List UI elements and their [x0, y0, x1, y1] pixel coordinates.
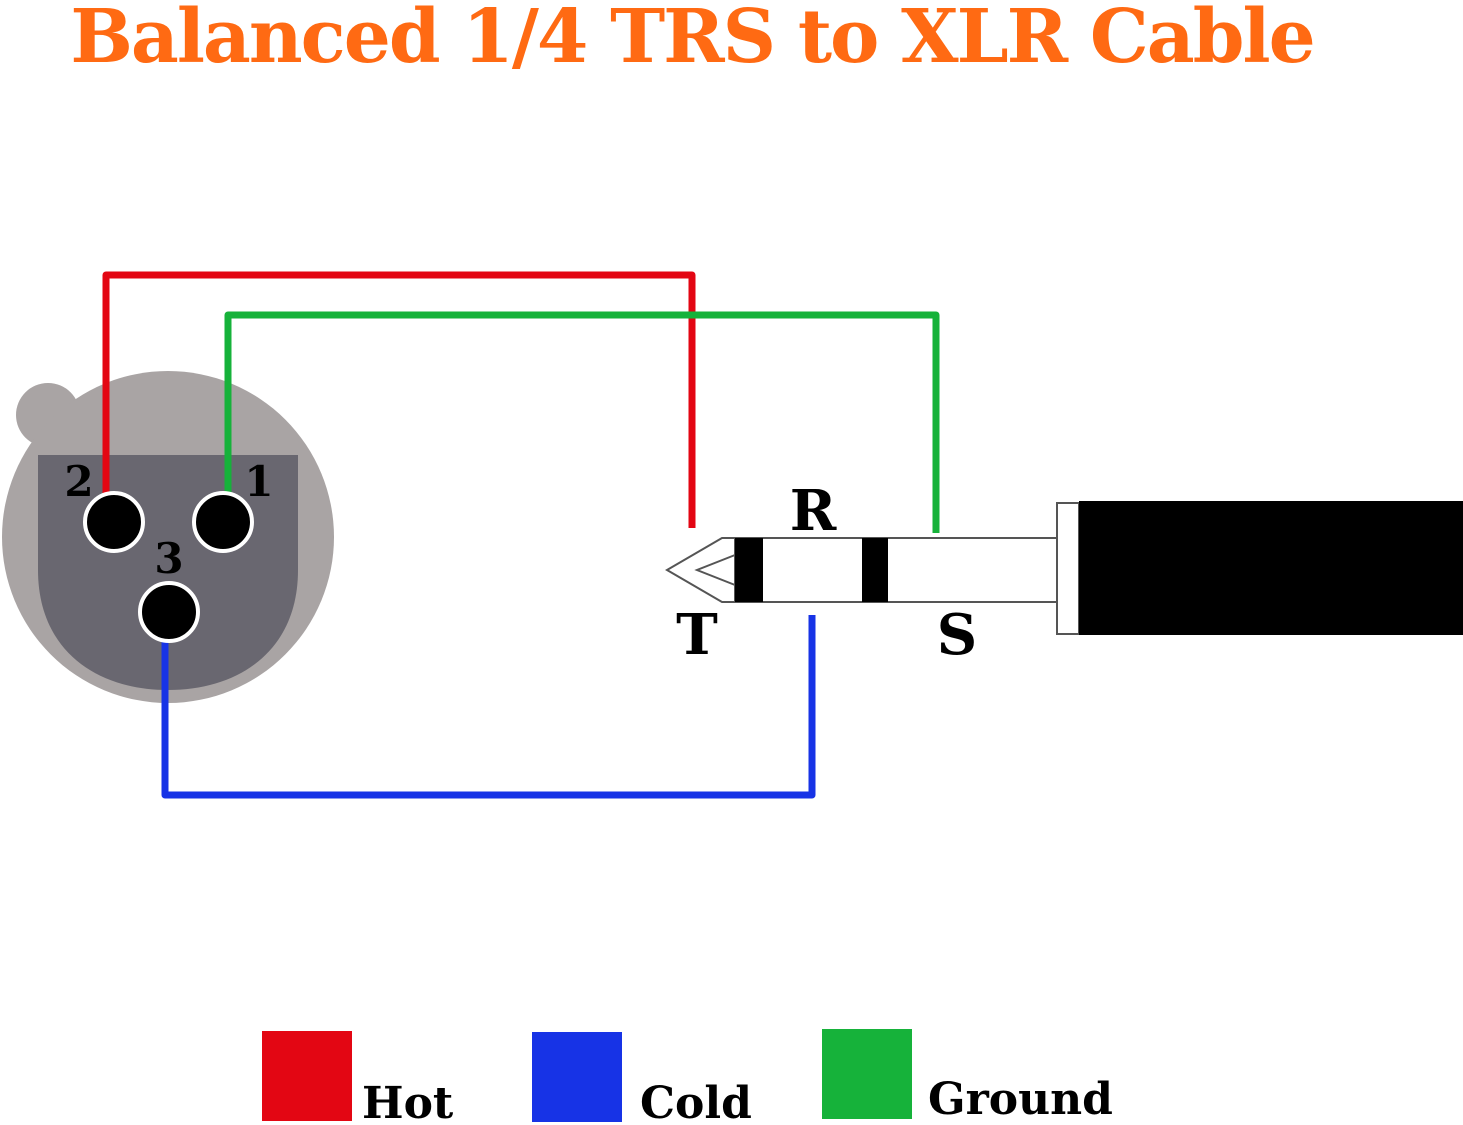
- legend-label-hot: Hot: [362, 1078, 454, 1125]
- trs-insulator-ring-2: [862, 538, 888, 602]
- xlr-pins: 2 1 3: [64, 457, 274, 643]
- legend: Hot Cold Ground: [262, 1029, 1113, 1125]
- trs-sleeve-label: S: [937, 602, 977, 668]
- xlr-pin-number-3: 3: [154, 534, 183, 583]
- diagram-title: Balanced 1/4 TRS to XLR Cable: [70, 0, 1313, 80]
- legend-label-cold: Cold: [640, 1078, 752, 1125]
- xlr-pin-1: [192, 491, 254, 553]
- legend-label-ground: Ground: [928, 1074, 1113, 1125]
- ground-wire: [224, 311, 940, 533]
- xlr-pin-3: [138, 581, 200, 643]
- legend-swatch-cold: [532, 1032, 622, 1122]
- cold-wire: [161, 615, 816, 799]
- xlr-pin-2: [83, 491, 145, 553]
- trs-plug-body: [1079, 501, 1463, 635]
- trs-shaft: [734, 537, 1058, 603]
- trs-insulator-ring-1: [735, 538, 763, 602]
- wiring: [102, 271, 940, 799]
- legend-item-hot: Hot: [262, 1031, 454, 1125]
- xlr-pin-number-1: 1: [244, 457, 273, 506]
- legend-item-ground: Ground: [822, 1029, 1113, 1125]
- trs-ring-label: R: [790, 478, 837, 544]
- legend-swatch-hot: [262, 1031, 352, 1121]
- trs-plug: T R S: [665, 478, 1463, 668]
- xlr-pin-number-2: 2: [64, 457, 93, 506]
- trs-tip: [665, 537, 736, 603]
- hot-wire: [102, 271, 696, 528]
- legend-item-cold: Cold: [532, 1032, 752, 1125]
- trs-collar: [1056, 502, 1080, 635]
- legend-swatch-ground: [822, 1029, 912, 1119]
- trs-tip-label: T: [676, 602, 718, 668]
